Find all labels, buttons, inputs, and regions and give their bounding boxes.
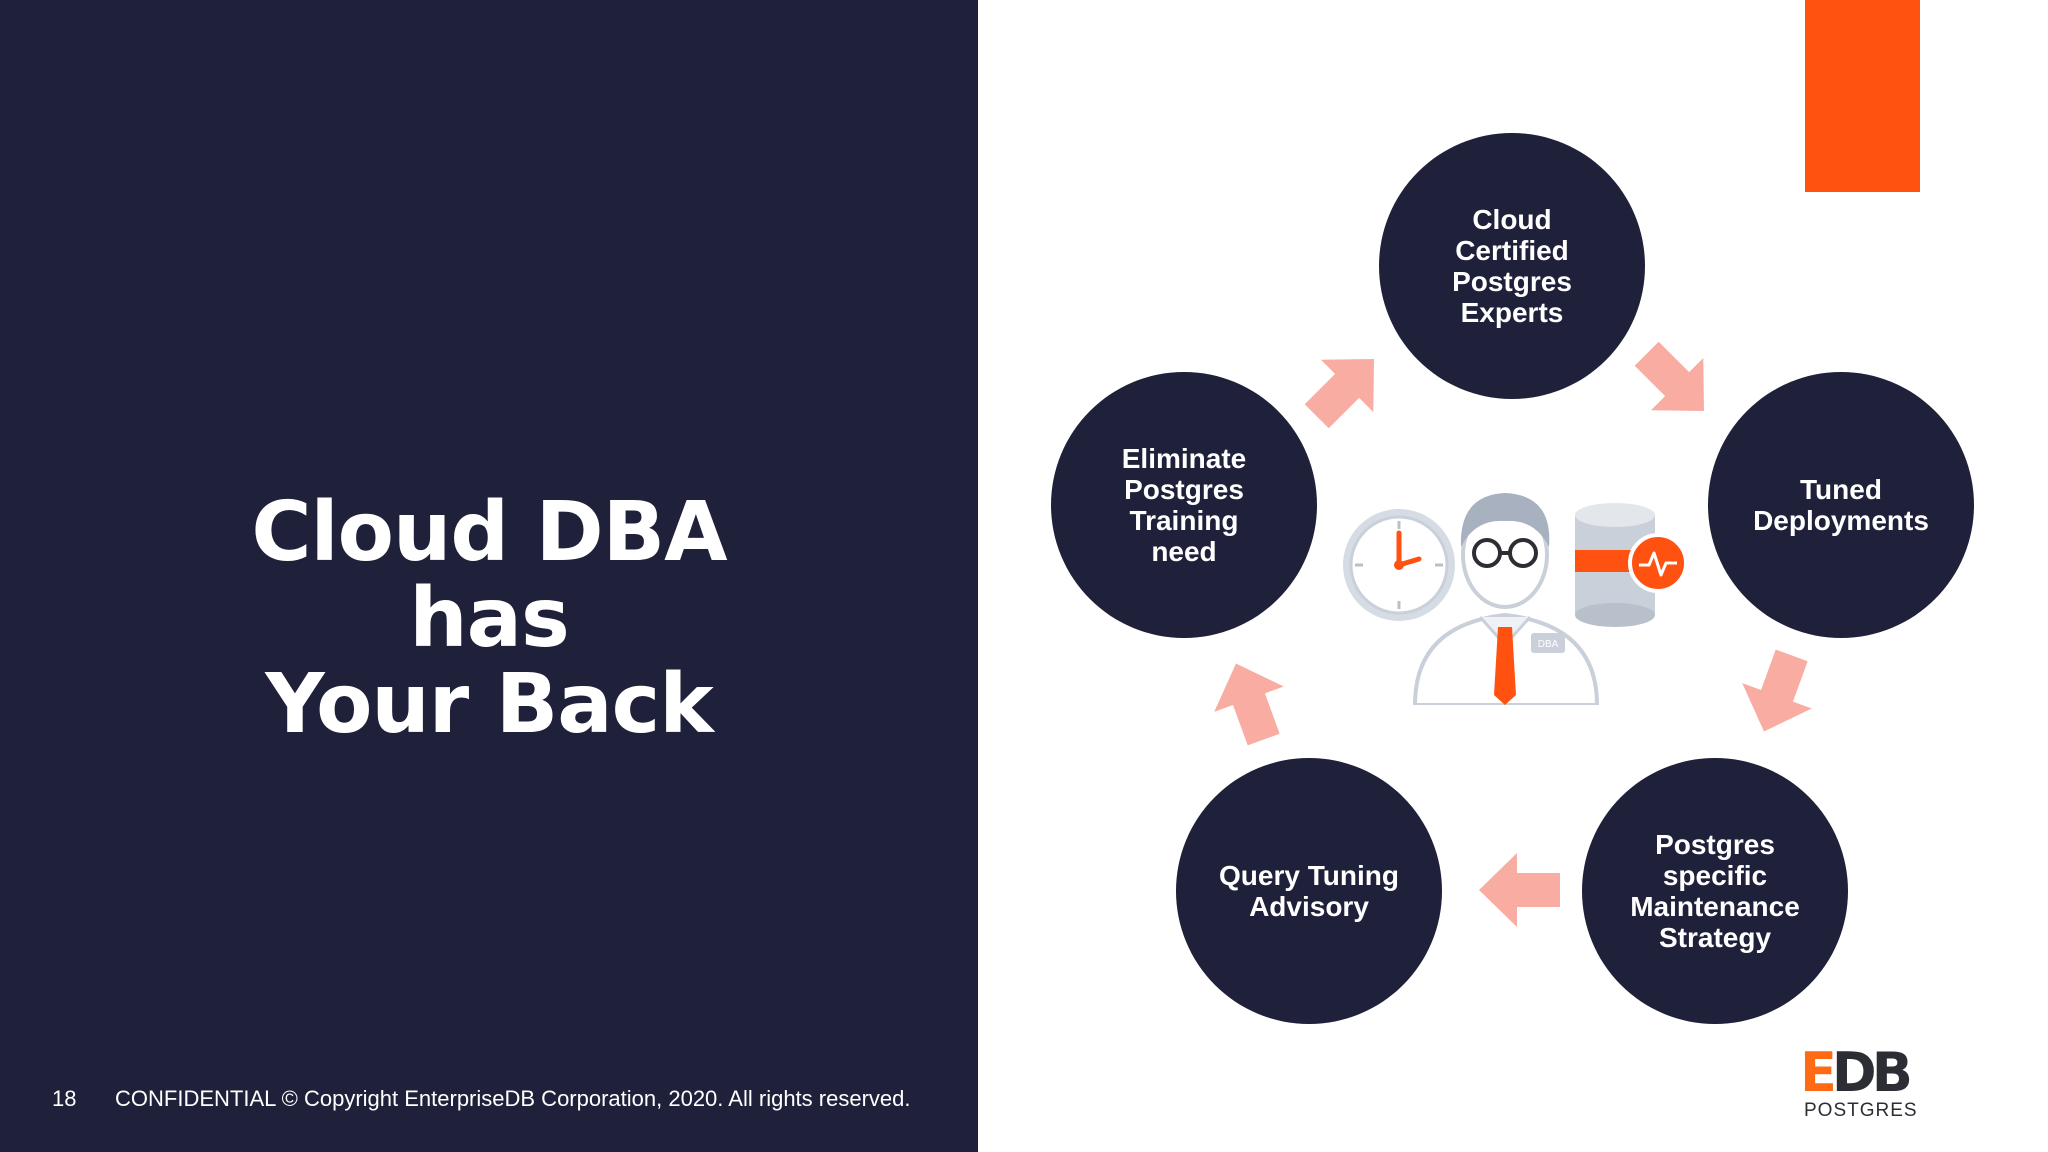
- copyright-text: CONFIDENTIAL © Copyright EnterpriseDB Co…: [115, 1086, 910, 1112]
- logo-edb: EDB: [1800, 1045, 1908, 1101]
- page-number: 18: [52, 1086, 76, 1112]
- title-line-2: has: [0, 576, 978, 662]
- node-label: Query Tuning Advisory: [1199, 860, 1419, 922]
- cycle-arrow-5: [1281, 324, 1408, 451]
- node-label: Cloud Certified Postgres Experts: [1432, 204, 1592, 328]
- cycle-arrow-2: [1720, 635, 1835, 750]
- node-label: Eliminate Postgres Training need: [1102, 443, 1266, 567]
- left-panel: Cloud DBA has Your Back 18 CONFIDENTIAL …: [0, 0, 978, 1152]
- orange-accent-bar: [1805, 0, 1920, 192]
- cycle-node-query-tuning: Query Tuning Advisory: [1176, 758, 1442, 1024]
- edb-postgres-logo: EDB POSTGRES: [1800, 1045, 1925, 1120]
- cycle-node-cloud-experts: Cloud Certified Postgres Experts: [1379, 133, 1645, 399]
- badge-text: DBA: [1538, 639, 1559, 650]
- cycle-arrow-3: [1475, 845, 1565, 935]
- node-label: Tuned Deployments: [1733, 474, 1949, 536]
- title-line-1: Cloud DBA: [0, 490, 978, 576]
- cycle-node-eliminate-training: Eliminate Postgres Training need: [1051, 372, 1317, 638]
- node-label: Postgres specific Maintenance Strategy: [1610, 829, 1820, 953]
- title-line-3: Your Back: [0, 662, 978, 748]
- logo-postgres: POSTGRES: [1804, 1100, 1918, 1122]
- dba-illustration: DBA: [1335, 455, 1695, 705]
- slide-title: Cloud DBA has Your Back: [0, 490, 978, 748]
- cycle-node-tuned-deployments: Tuned Deployments: [1708, 372, 1974, 638]
- heartbeat-icon: [1630, 535, 1686, 591]
- logo-edb-text: EDB: [1800, 1041, 1908, 1104]
- cycle-node-maintenance-strategy: Postgres specific Maintenance Strategy: [1582, 758, 1848, 1024]
- cycle-arrow-4: [1192, 644, 1307, 759]
- cycle-arrow-1: [1611, 318, 1738, 445]
- clock-icon: [1343, 509, 1455, 621]
